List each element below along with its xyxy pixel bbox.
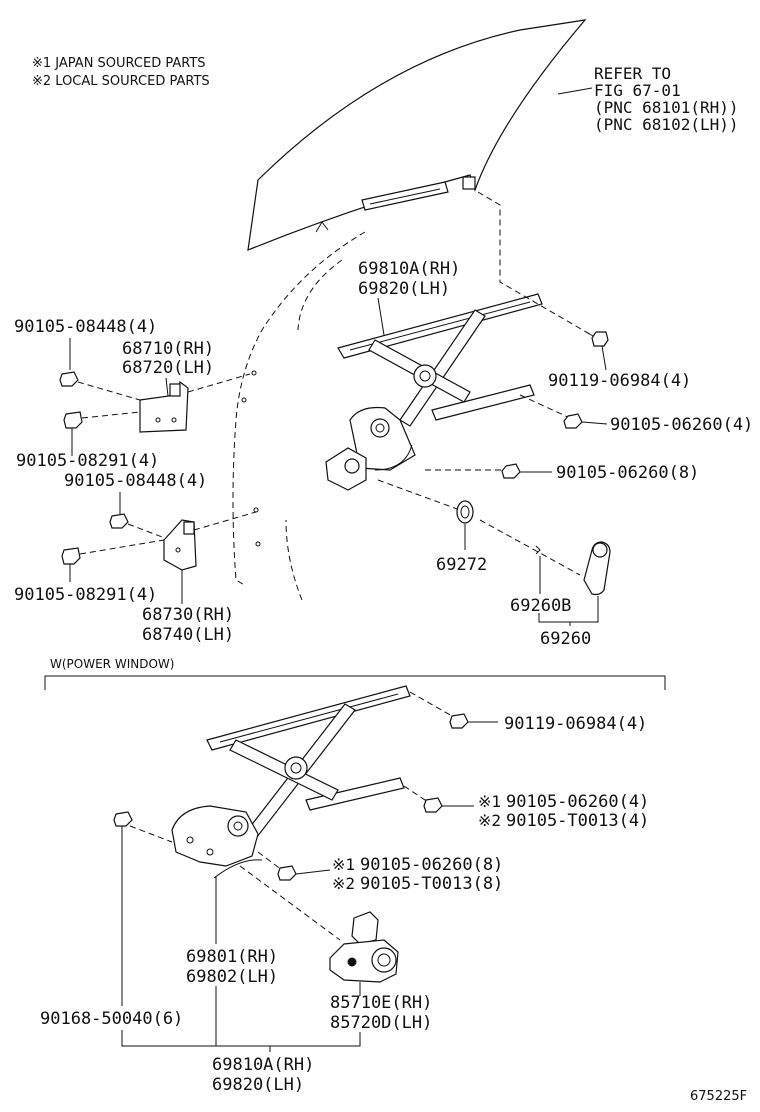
bolt-06260-8-upper-label: 90105-06260(8) — [556, 463, 699, 483]
lower-hinge-lh-label: 68740(LH) — [142, 625, 234, 645]
cushion-69272-label: 69272 — [436, 555, 487, 575]
bolt-06260-4-upper — [563, 413, 583, 429]
refer-line-2: FIG 67-01 — [594, 81, 681, 100]
upper-hinge-lh-label: 68720(LH) — [122, 358, 214, 378]
handle-69260-label: 69260 — [540, 629, 591, 649]
bolt-0448-mid-label: 90105-08448(4) — [64, 471, 207, 491]
bolt-0291-bottom-label: 90105-08291(4) — [14, 585, 157, 605]
lower-bolt-50040-dash — [129, 825, 173, 843]
refer-line-4: (PNC 68102(LH)) — [594, 115, 739, 134]
lower-bolt-06260-8-leader — [295, 869, 331, 875]
lower-bolt-06260-4 — [423, 797, 443, 813]
bolt-0291-bottom-dash — [79, 539, 165, 555]
lower-hinge-rh-label: 68730(RH) — [142, 605, 234, 625]
power-window-regulator — [171, 685, 411, 879]
upper-regulator-rh-label: 69810A(RH) — [358, 259, 460, 279]
motor-rh-label: 85710E(RH) — [330, 993, 432, 1013]
motor-dash — [239, 865, 341, 941]
lower-regulator-lh-label: 69820(LH) — [212, 1075, 304, 1095]
regulator-assy-bracket — [121, 1030, 361, 1047]
upper-window-regulator — [325, 293, 543, 491]
bolt-06984-upper-leader — [601, 345, 607, 371]
door-frame-outline — [232, 231, 366, 601]
handle-clip-69260b — [535, 545, 541, 555]
note-japan-sourced: ※1 JAPAN SOURCED PARTS — [32, 56, 206, 71]
mark2-bolt-8: ※2 — [332, 874, 355, 893]
upper-hinge-rh-label: 68710(RH) — [122, 339, 214, 359]
bolt-06260-8-upper — [501, 463, 521, 479]
bolt-0448-top-label: 90105-08448(4) — [14, 317, 157, 337]
lower-bolt-06260-4-dash — [403, 785, 429, 803]
bolt-06260-4-upper-label: 90105-06260(4) — [610, 415, 753, 435]
note-local-sourced: ※2 LOCAL SOURCED PARTS — [32, 74, 210, 89]
lower-bolt-06260-8 — [277, 865, 297, 881]
mark2-bolt-4: ※2 — [478, 811, 501, 830]
upper-regulator-lh-label: 69820(LH) — [358, 279, 450, 299]
lower-bolt-06260-4-label: 90105-06260(4) — [506, 792, 649, 812]
lower-hinge — [163, 519, 197, 571]
glass-to-bolt-leader — [477, 191, 601, 341]
bolt-06984-upper — [585, 331, 609, 347]
upper-hinge — [139, 381, 189, 433]
lower-bolt-06984-dash — [409, 691, 453, 717]
lower-bolt-06984 — [449, 713, 469, 729]
lower-bolt-t0013-4-label: 90105-T0013(4) — [506, 811, 649, 831]
handle-dash — [479, 519, 581, 576]
window-motor — [329, 911, 399, 983]
refer-leader — [557, 87, 593, 95]
bolt-0291-top — [63, 411, 83, 429]
power-window-section-title: W(POWER WINDOW) — [50, 657, 174, 671]
door-glass — [247, 19, 587, 251]
handle-assy-leader — [538, 596, 599, 623]
bolt-0448-top — [59, 371, 79, 387]
motor-lh-label: 85720D(LH) — [330, 1013, 432, 1033]
bolt-0291-bottom — [61, 547, 81, 565]
window-handle-69260 — [583, 541, 611, 596]
regulator-sub-rh-label: 69801(RH) — [186, 947, 278, 967]
refer-line-1: REFER TO — [594, 64, 671, 83]
upper-hinge-dash — [187, 373, 251, 393]
lower-bolt-t0013-8-label: 90105-T0013(8) — [360, 874, 503, 894]
bolt-0291-top-label: 90105-08291(4) — [16, 451, 159, 471]
lower-hinge-dash — [193, 511, 257, 531]
figure-id: 675225F — [690, 1089, 747, 1104]
bolt-0448-mid-dash — [127, 523, 171, 541]
lower-regulator-rh-label: 69810A(RH) — [212, 1055, 314, 1075]
bolt-0448-mid — [109, 513, 129, 529]
lower-bolt-06984-label: 90119-06984(4) — [504, 714, 647, 734]
upper-regulator-leader — [377, 297, 385, 336]
handle-clip-69260b-label: 69260B — [510, 596, 571, 616]
lower-bolt-50040 — [113, 811, 133, 827]
bolt-06260-4-dash — [519, 394, 571, 419]
bolt-0291-top-dash — [81, 411, 141, 419]
refer-line-3: (PNC 68101(RH)) — [594, 98, 739, 117]
lower-bolt-50040-label: 90168-50040(6) — [40, 1009, 183, 1029]
bolt-0448-top-dash — [77, 381, 141, 401]
lower-bolt-06260-8-dash — [257, 851, 283, 871]
lower-bolt-06260-8-label: 90105-06260(8) — [360, 855, 503, 875]
cushion-69272 — [456, 500, 474, 524]
cushion-dash — [377, 479, 461, 511]
upper-hinge-leader — [165, 377, 169, 397]
regulator-sub-lh-label: 69802(LH) — [186, 967, 278, 987]
bolt-06984-upper-label: 90119-06984(4) — [548, 371, 691, 391]
mark1-bolt-8: ※1 — [332, 855, 355, 874]
mark1-bolt-4: ※1 — [478, 792, 501, 811]
power-window-section-bracket — [44, 675, 666, 690]
bolt-06260-4-upper-leader — [581, 421, 608, 425]
